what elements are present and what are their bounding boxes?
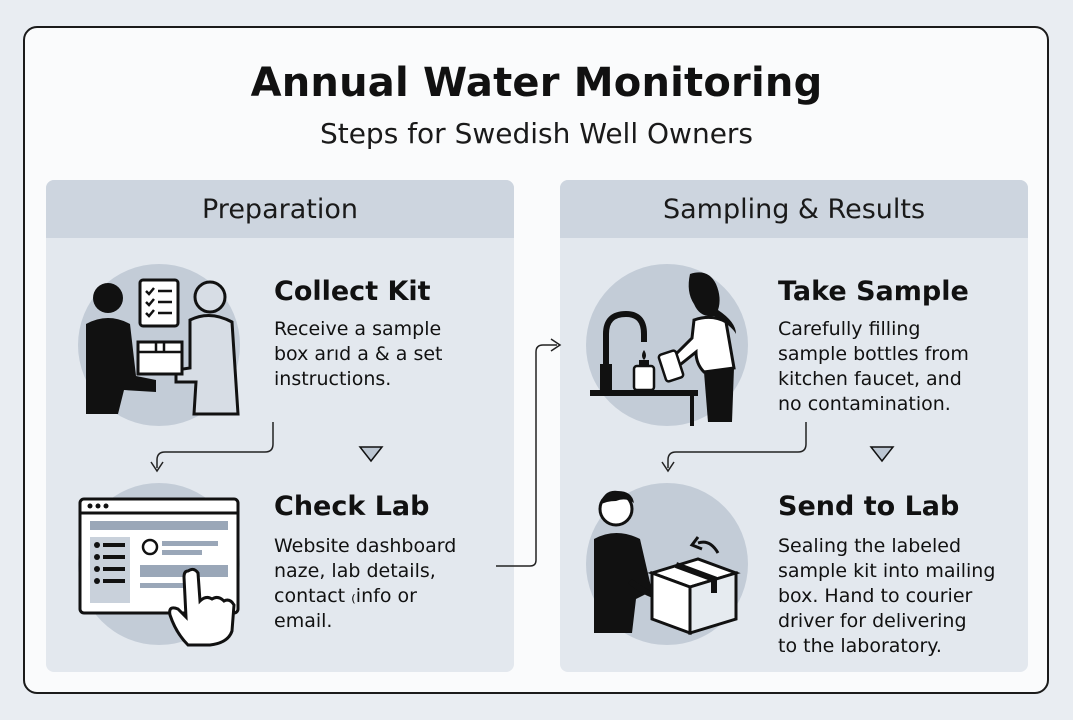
arrowhead bbox=[661, 461, 675, 473]
arrowhead bbox=[550, 338, 562, 352]
step-title-send-to-lab: Send to Lab bbox=[778, 491, 960, 522]
package-icon bbox=[594, 490, 741, 636]
arrowhead bbox=[150, 461, 164, 473]
triangle-marker bbox=[358, 446, 384, 463]
step-title-take-sample: Take Sample bbox=[778, 276, 969, 307]
page-title: Annual Water Monitoring bbox=[250, 60, 823, 106]
step-title-check-lab: Check Lab bbox=[274, 491, 430, 522]
connector-arrow bbox=[156, 422, 274, 468]
connector-arrow bbox=[667, 422, 807, 468]
handover-icon bbox=[86, 278, 240, 416]
faucet-icon bbox=[590, 272, 736, 426]
step-description-collect-kit: Receive a sample box arıd a & a set inst… bbox=[274, 318, 443, 390]
step-title-collect-kit: Collect Kit bbox=[274, 276, 431, 307]
step-description-check-lab: Website dashboard naze, lab details, con… bbox=[274, 535, 457, 632]
step-description-take-sample: Carefully filling sample bottles from ki… bbox=[778, 318, 969, 415]
triangle-marker bbox=[869, 446, 895, 463]
panel-header: Sampling & Results bbox=[560, 180, 1028, 238]
dashboard-icon bbox=[78, 497, 240, 647]
panel-header: Preparation bbox=[46, 180, 514, 238]
connector-arrow bbox=[496, 344, 557, 567]
step-description-send-to-lab: Sealing the labeled sample kit into mail… bbox=[778, 535, 996, 657]
page-subtitle: Steps for Swedish Well Owners bbox=[319, 117, 754, 150]
